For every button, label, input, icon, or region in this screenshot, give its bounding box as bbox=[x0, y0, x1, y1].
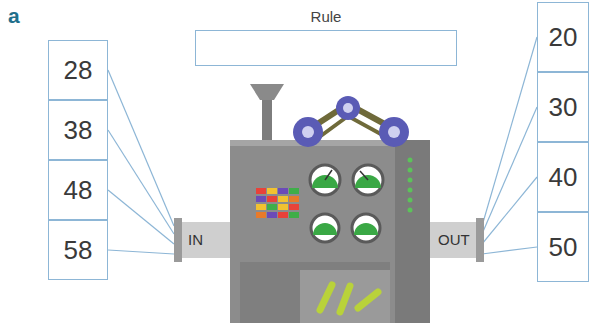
gauges bbox=[310, 165, 383, 242]
part-letter: a bbox=[8, 4, 20, 28]
pulleys bbox=[293, 96, 409, 147]
rule-box: Rule bbox=[195, 4, 457, 66]
number-cell: 50 bbox=[537, 212, 589, 282]
number-cell: 58 bbox=[48, 220, 108, 280]
number-text: 58 bbox=[64, 235, 93, 266]
number-cell: 20 bbox=[537, 2, 589, 72]
in-label: IN bbox=[188, 231, 203, 248]
out-label: OUT bbox=[438, 231, 470, 248]
number-cell: 48 bbox=[48, 160, 108, 220]
number-text: 20 bbox=[549, 22, 578, 53]
output-lines bbox=[482, 37, 537, 254]
number-cell: 28 bbox=[48, 40, 108, 100]
number-text: 50 bbox=[549, 232, 578, 263]
rule-outline bbox=[195, 30, 457, 66]
number-text: 30 bbox=[549, 92, 578, 123]
rule-heading: Rule bbox=[195, 4, 457, 30]
number-text: 40 bbox=[549, 162, 578, 193]
number-cell: 30 bbox=[537, 72, 589, 142]
light-grid bbox=[256, 188, 299, 218]
number-cell: 40 bbox=[537, 142, 589, 212]
number-text: 38 bbox=[64, 115, 93, 146]
number-cell: 38 bbox=[48, 100, 108, 160]
number-text: 48 bbox=[64, 175, 93, 206]
input-lines bbox=[108, 70, 174, 254]
number-text: 28 bbox=[64, 55, 93, 86]
